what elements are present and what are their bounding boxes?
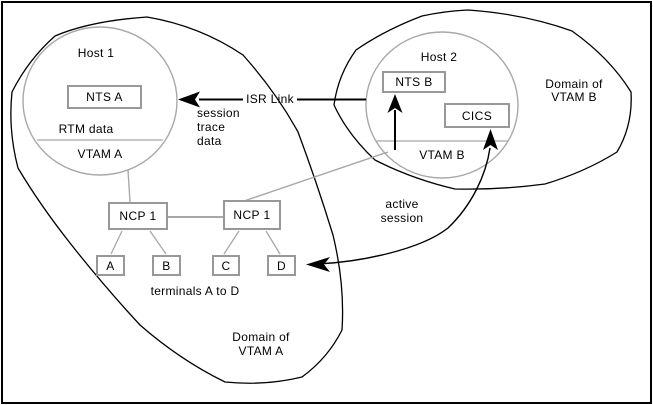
active-session-line1: active — [385, 197, 419, 211]
ncp-to-terminal-c-line — [223, 230, 240, 255]
ncp-left-label: NCP 1 — [119, 209, 157, 223]
ncp-to-terminal-a-line — [110, 230, 123, 255]
session-trace-line1: session — [197, 106, 240, 120]
ncp-to-terminal-d-line — [265, 230, 281, 255]
rtm-data-label: RTM data — [58, 122, 114, 136]
vtam-b-label: VTAM B — [419, 148, 465, 162]
session-trace-label: session trace data — [197, 106, 240, 148]
domain-b-ellipse — [333, 9, 632, 190]
terminal-b-box: B — [152, 255, 181, 276]
cics-label: CICS — [461, 108, 493, 123]
cics-arrowhead-icon — [483, 129, 498, 150]
nts-a-box: NTS A — [67, 85, 142, 109]
session-trace-line3: data — [197, 134, 222, 148]
active-session-curve — [317, 147, 491, 265]
host1-circle — [22, 26, 178, 176]
domain-a-label: Domain of VTAM A — [232, 330, 289, 358]
nts-a-label: NTS A — [86, 90, 123, 104]
cics-box: CICS — [444, 103, 510, 128]
terminal-d-box: D — [267, 255, 296, 276]
ncp-to-host2-line — [243, 151, 389, 202]
ncp-left-box: NCP 1 — [108, 202, 168, 230]
active-session-label: active session — [381, 197, 424, 225]
terminals-caption: terminals A to D — [150, 284, 240, 298]
host1-title: Host 1 — [77, 46, 115, 60]
ncp-right-label: NCP 1 — [233, 208, 271, 222]
terminal-a-box: A — [96, 255, 125, 276]
terminal-d-arrowhead-icon — [306, 257, 330, 272]
active-session-line2: session — [380, 211, 424, 225]
ncp-right-box: NCP 1 — [223, 200, 281, 230]
host1-to-ncp-line — [127, 169, 131, 203]
terminal-d-label: D — [276, 258, 287, 273]
isr-link-arrowhead-icon — [178, 91, 200, 108]
terminal-c-box: C — [212, 255, 240, 276]
vtam-a-label: VTAM A — [77, 147, 123, 161]
host2-circle — [365, 31, 519, 179]
domain-b-label: Domain of VTAM B — [545, 78, 602, 104]
terminal-b-label: B — [162, 258, 171, 273]
isr-link-label: ISR Link — [246, 92, 294, 106]
domain-a-line2: VTAM A — [238, 344, 284, 358]
domain-a-line1: Domain of — [232, 330, 290, 344]
domain-b-line1: Domain of — [545, 77, 603, 91]
domain-b-line2: VTAM B — [551, 90, 597, 104]
terminal-a-label: A — [106, 258, 115, 273]
host2-title: Host 2 — [420, 50, 458, 64]
nts-b-box: NTS B — [382, 71, 446, 93]
session-trace-line2: trace — [197, 120, 226, 134]
terminal-c-label: C — [221, 258, 231, 273]
domain-a-ellipse — [10, 16, 344, 384]
nts-b-label: NTS B — [395, 75, 433, 89]
nts-b-arrowhead-icon — [387, 94, 403, 113]
ncp-to-terminal-b-line — [149, 230, 167, 255]
